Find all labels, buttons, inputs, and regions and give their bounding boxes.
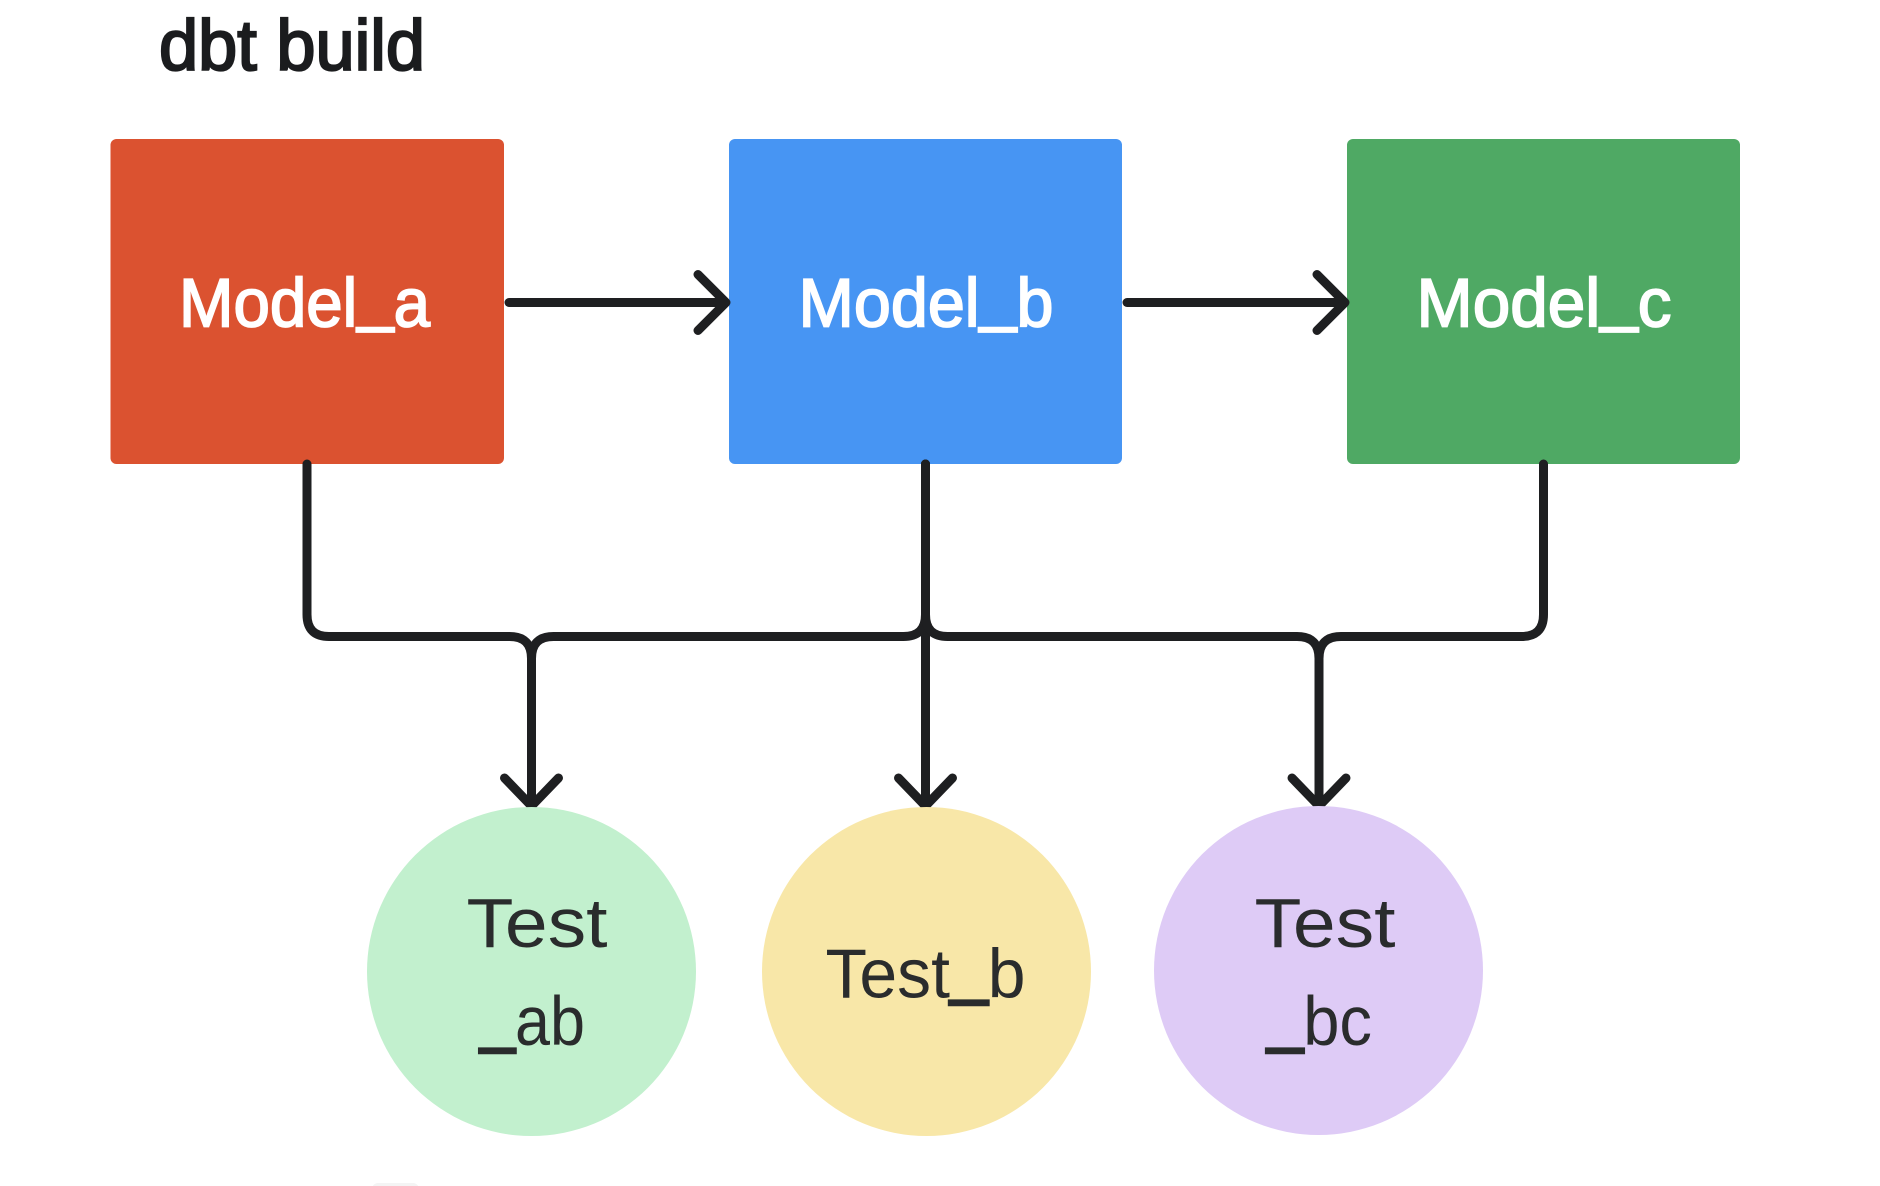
svg-text:Model_b: Model_b: [799, 257, 1054, 342]
svg-text:Model_c: Model_c: [1417, 257, 1672, 342]
svg-text:_bc: _bc: [1265, 976, 1372, 1060]
svg-text:Test: Test: [467, 884, 608, 962]
svg-text:Test_b: Test_b: [826, 928, 1026, 1012]
svg-text:Test: Test: [1255, 884, 1396, 962]
svg-text:Model_a: Model_a: [179, 257, 431, 342]
svg-text:_ab: _ab: [478, 976, 585, 1060]
svg-text:dbt build: dbt build: [159, 7, 425, 86]
